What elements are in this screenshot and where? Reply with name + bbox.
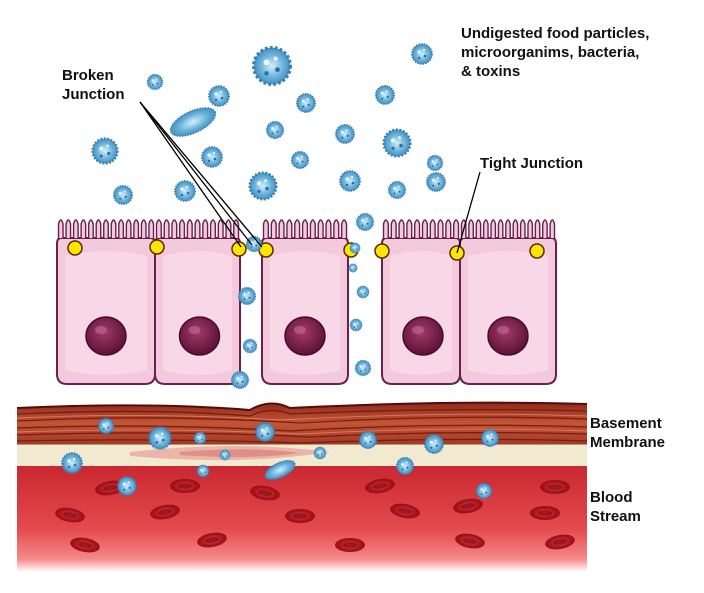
red-blood-cell (453, 498, 483, 514)
particle-cluster (174, 180, 196, 202)
tight-junction-dot (149, 239, 165, 255)
particle-cluster (411, 43, 433, 65)
particle-cluster (296, 93, 316, 113)
particle-cluster (339, 170, 361, 192)
particle-cluster (208, 85, 230, 107)
red-blood-cell (530, 506, 560, 520)
particle-cluster (230, 370, 250, 390)
particle-cluster (237, 286, 257, 306)
particle-cluster (349, 242, 361, 254)
epithelial-cell (261, 219, 349, 385)
red-blood-cell (150, 504, 180, 520)
tight-junction-dot (67, 240, 83, 256)
tight-junction-label: Tight Junction (480, 155, 584, 172)
particle-cluster (395, 456, 415, 476)
red-blood-cell (70, 537, 100, 553)
particle-cluster (356, 285, 370, 299)
red-blood-cell (250, 485, 280, 501)
epithelial-cell (459, 219, 557, 385)
particle-cluster (355, 212, 375, 232)
particle-cluster (335, 124, 355, 144)
basement-membrane-label: Basement Membrane (590, 415, 666, 451)
red-blood-cell (170, 479, 200, 493)
particle-cluster (219, 449, 231, 461)
epithelial-layer (56, 219, 557, 385)
red-blood-cell (540, 480, 570, 494)
particle-cluster (313, 446, 327, 460)
red-blood-cell (285, 509, 315, 523)
nucleus (402, 316, 444, 356)
particle-cluster (387, 180, 407, 200)
blood-stream-label: Blood Stream (590, 489, 641, 525)
particle-cluster (426, 172, 446, 192)
particle-cluster (375, 85, 395, 105)
particle-cluster (348, 263, 358, 273)
particle-cluster (426, 154, 444, 172)
particle-cluster (354, 359, 372, 377)
nucleus (178, 316, 221, 356)
tight-junction-dot (374, 243, 390, 259)
red-blood-cell (55, 507, 85, 523)
nucleus (85, 316, 127, 356)
red-blood-cell (365, 478, 395, 494)
nucleus (284, 316, 326, 356)
particle-cluster (358, 430, 378, 450)
particle-cluster (61, 452, 83, 474)
red-blood-cell (545, 534, 575, 550)
particle-cluster (265, 120, 285, 140)
particle-cluster (264, 459, 296, 481)
particle-cluster (255, 422, 275, 442)
red-blood-cell (335, 538, 365, 552)
tight-junction-dot (529, 243, 545, 259)
broken-junction-label: Broken Junction (62, 67, 125, 103)
particle-cluster (146, 73, 164, 91)
particle-cluster (242, 338, 258, 354)
particle-cluster (148, 426, 172, 450)
tight-junction-dot (231, 241, 247, 257)
particle-cluster (113, 185, 133, 205)
red-blood-cell (197, 532, 227, 548)
particle-cluster (97, 417, 115, 435)
particle-cluster (480, 428, 500, 448)
basement-membrane (17, 443, 587, 466)
particle-cluster (290, 150, 310, 170)
particle-cluster (424, 434, 444, 454)
red-blood-cell (455, 533, 485, 549)
epithelial-cell (154, 219, 241, 385)
blood-stream (17, 463, 587, 572)
particle-cluster (169, 107, 217, 137)
red-blood-cell (390, 503, 420, 519)
particles (61, 43, 500, 500)
particle-cluster (196, 464, 210, 478)
particle-cluster (193, 431, 207, 445)
particle-cluster (117, 476, 137, 496)
food-particles-label: Undigested food particles, microorganims… (461, 25, 650, 80)
leader-lines (139, 101, 481, 254)
particle-cluster (349, 318, 363, 332)
nucleus (487, 316, 529, 356)
epithelial-cell (381, 219, 461, 385)
particle-cluster (201, 146, 223, 168)
particle-cluster (252, 46, 292, 86)
particle-cluster (248, 171, 278, 201)
particle-cluster (475, 482, 493, 500)
epithelial-cell (56, 219, 156, 385)
particle-cluster (382, 128, 412, 158)
red-blood-cells (55, 478, 575, 553)
particle-cluster (91, 137, 119, 165)
